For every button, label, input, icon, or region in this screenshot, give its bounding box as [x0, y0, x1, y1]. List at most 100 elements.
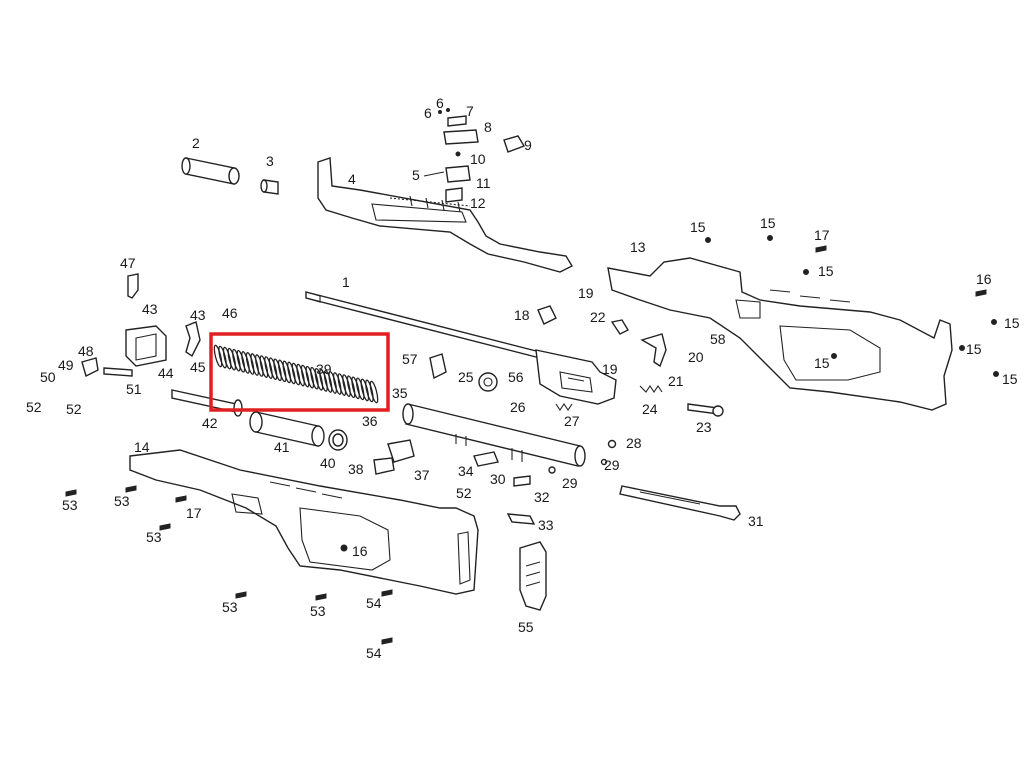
label-part-7: 7: [466, 103, 474, 119]
part-4-handguard: [317, 157, 573, 273]
label-part-49: 49: [58, 357, 74, 373]
part-14-stock-left: [129, 449, 479, 595]
label-part-24: 24: [642, 401, 658, 417]
spring-coil: [323, 370, 333, 393]
part-42-spring-guide: [171, 389, 243, 417]
part-24-spring: [639, 385, 663, 393]
label-part-20: 20: [688, 349, 704, 365]
spring-coil: [282, 360, 292, 384]
label-part-23: 23: [696, 419, 712, 435]
part-receiver-block: [535, 349, 617, 405]
label-part-53: 53: [310, 603, 326, 619]
label-part-41: 41: [274, 439, 290, 455]
label-part-53: 53: [146, 529, 162, 545]
label-part-9: 9: [524, 137, 532, 153]
spring-coil: [287, 361, 296, 385]
label-part-38: 38: [348, 461, 364, 477]
part-23-pin: [687, 403, 724, 417]
part-3-cap: [260, 179, 279, 195]
label-part-17: 17: [814, 227, 830, 243]
spring-coil: [264, 356, 273, 379]
label-part-28: 28: [626, 435, 642, 451]
label-part-52: 52: [26, 399, 42, 415]
part-21-trigger-blade: [640, 333, 667, 368]
label-part-1: 1: [342, 274, 350, 290]
label-part-37: 37: [414, 467, 430, 483]
spring-coil: [314, 367, 324, 391]
part-51-lever: [103, 367, 133, 377]
spring-coil: [291, 362, 301, 386]
label-part-15: 15: [1002, 371, 1018, 387]
spring-coil: [218, 345, 227, 369]
part-35-compression-tube: [402, 403, 586, 467]
label-part-19: 19: [578, 285, 594, 301]
label-part-42: 42: [202, 415, 218, 431]
label-part-53: 53: [222, 599, 238, 615]
label-part-53: 53: [114, 493, 130, 509]
part-2-silencer: [181, 157, 240, 185]
label-part-15: 15: [818, 263, 834, 279]
label-part-15: 15: [814, 355, 830, 371]
part-18-latch: [537, 305, 557, 325]
label-part-18: 18: [514, 307, 530, 323]
label-part-31: 31: [748, 513, 764, 529]
part-31-cocking-lever: [619, 485, 741, 521]
label-part-39: 39: [316, 361, 332, 377]
label-part-6: 6: [436, 95, 444, 111]
label-part-47: 47: [120, 255, 136, 271]
label-part-30: 30: [490, 471, 506, 487]
label-part-29: 29: [604, 457, 620, 473]
label-part-11: 11: [476, 175, 491, 191]
spring-coil: [355, 377, 365, 401]
spring-coil: [342, 374, 351, 397]
label-part-5: 5: [412, 167, 420, 183]
highlight-box: [209, 332, 390, 412]
label-part-16: 16: [976, 271, 992, 287]
label-part-16: 16: [352, 543, 368, 559]
spring-coil: [241, 351, 250, 374]
part-22-catch: [610, 319, 629, 335]
part-33-bracket: [506, 513, 536, 525]
part-27-spring: [555, 403, 573, 411]
label-part-8: 8: [484, 119, 492, 135]
label-part-43: 43: [142, 301, 158, 317]
label-part-34: 34: [458, 463, 474, 479]
label-part-43: 43: [190, 307, 206, 323]
spring-coil: [273, 358, 282, 382]
label-part-35: 35: [392, 385, 408, 401]
spring-coil: [332, 372, 342, 395]
label-part-14: 14: [134, 439, 150, 455]
part-25-knob: [478, 372, 498, 392]
label-part-22: 22: [590, 309, 606, 325]
spring-coil: [213, 344, 223, 368]
label-part-12: 12: [470, 195, 486, 211]
label-part-15: 15: [760, 215, 776, 231]
spring-coil: [259, 355, 269, 378]
label-part-48: 48: [78, 343, 94, 359]
part-41-piston: [249, 411, 325, 447]
spring-coil: [254, 354, 264, 377]
part-57-disc: [429, 353, 447, 380]
part-34-plate: [473, 451, 499, 467]
label-part-3: 3: [266, 153, 274, 169]
part-48-pin-block: [81, 357, 99, 378]
spring-coil: [300, 364, 310, 388]
label-part-13: 13: [630, 239, 646, 255]
part-47-trigger: [127, 273, 139, 299]
label-part-21: 21: [668, 373, 684, 389]
label-part-17: 17: [186, 505, 202, 521]
label-part-52: 52: [456, 485, 472, 501]
spring-coil: [232, 348, 241, 372]
rear-sight-parts: [423, 108, 526, 203]
part-labels: 1 2 3 4 5 6 6 7 8 9 10 11 12 13 14 15 15…: [26, 95, 1020, 661]
spring-coil: [319, 369, 328, 392]
spring-coil: [250, 353, 260, 376]
label-part-29: 29: [562, 475, 578, 491]
spring-coil: [328, 371, 338, 394]
spring-coil: [337, 373, 347, 396]
label-part-33: 33: [538, 517, 554, 533]
label-part-15: 15: [1004, 315, 1020, 331]
label-part-15: 15: [966, 341, 982, 357]
spring-coil: [346, 375, 356, 399]
